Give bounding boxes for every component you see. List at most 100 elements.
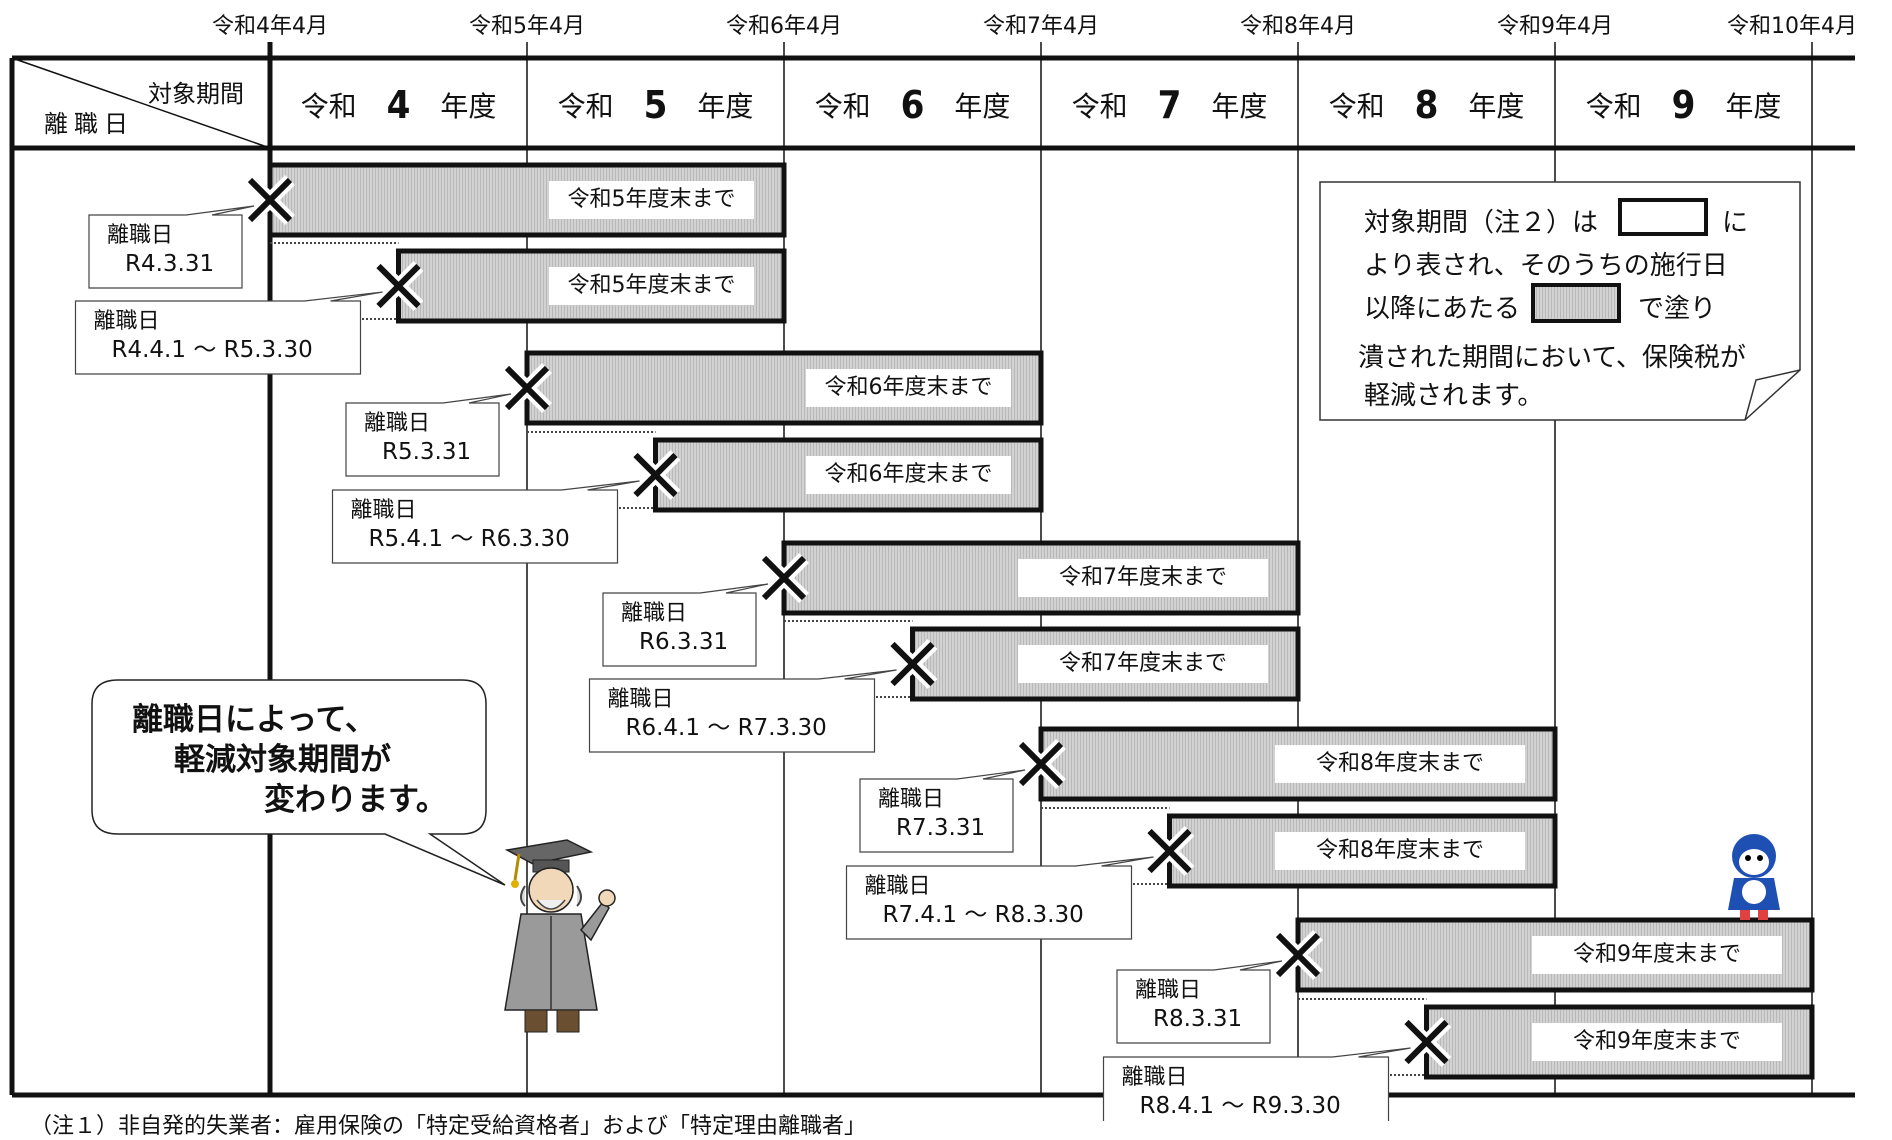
leave-date-callout-text: 離職日 R8.4.1 ～ R9.3.30 (1122, 1063, 1341, 1121)
legend-text-2: より表され、そのうちの施行日 (1364, 251, 1728, 281)
fiscal-year-num: 5 (643, 83, 668, 127)
fiscal-year-num: 6 (900, 83, 925, 127)
bar-label: 令和8年度末まで (1275, 832, 1525, 870)
month-label: 令和7年4月 (983, 14, 1099, 39)
fiscal-year-prefix: 令和 (1585, 90, 1642, 123)
header-corner-leave-date: 離職日 (44, 110, 134, 138)
month-label: 令和5年4月 (469, 14, 585, 39)
fiscal-year-suffix: 年度 (954, 90, 1011, 123)
leave-date-value: R6.3.31 (639, 629, 729, 655)
leave-date-label: 離職日 (364, 411, 431, 436)
fiscal-year-cell: 令和 9 年度 (1555, 72, 1812, 138)
leave-date-label: 離職日 (107, 223, 174, 248)
bar-label: 令和7年度末まで (1018, 645, 1268, 683)
fiscal-year-cell: 令和 7 年度 (1041, 72, 1298, 138)
fiscal-year-cell: 令和 8 年度 (1298, 72, 1555, 138)
bar-label: 令和9年度末まで (1532, 1023, 1782, 1061)
fiscal-year-num: 9 (1671, 83, 1696, 127)
fiscal-year-cell: 令和 5 年度 (527, 72, 784, 138)
leave-date-label: 離職日 (93, 309, 160, 334)
leave-date-callout-text: 離職日 R6.3.31 (621, 599, 728, 657)
legend-text-3b: で塗り (1638, 294, 1717, 324)
fiscal-year-suffix: 年度 (1725, 90, 1782, 123)
professor-character-icon (504, 839, 616, 1033)
cross-mark-icon (759, 553, 809, 603)
bar-label: 令和5年度末まで (549, 181, 754, 219)
leave-date-label: 離職日 (350, 498, 417, 523)
month-label: 令和4年4月 (212, 14, 328, 39)
leave-date-callout (88, 205, 255, 289)
leave-date-value: R4.3.31 (125, 251, 215, 277)
fiscal-year-num: 8 (1414, 83, 1439, 127)
month-label: 令和6年4月 (726, 14, 842, 39)
fiscal-year-suffix: 年度 (440, 90, 497, 123)
leave-date-value: R7.4.1 ～ R8.3.30 (882, 902, 1084, 928)
bar-label: 令和6年度末まで (806, 369, 1011, 407)
leave-date-value: R5.3.31 (382, 439, 472, 465)
leave-date-label: 離職日 (607, 687, 674, 712)
fiscal-year-prefix: 令和 (1328, 90, 1385, 123)
leave-date-callout-text: 離職日 R5.3.31 (364, 409, 471, 467)
bar-label: 令和9年度末まで (1532, 936, 1782, 974)
fiscal-year-num: 4 (386, 83, 411, 127)
month-label: 令和8年4月 (1240, 14, 1356, 39)
cross-mark-icon (373, 261, 424, 311)
bar-label: 令和7年度末まで (1018, 559, 1268, 597)
speech-line-2: 軽減対象期間が (174, 742, 391, 778)
cross-mark-icon (1401, 1017, 1452, 1067)
leave-date-label: 離職日 (621, 601, 688, 626)
leave-date-label: 離職日 (1121, 1065, 1188, 1090)
leave-date-callout (845, 856, 1154, 940)
fiscal-year-cell: 令和 4 年度 (270, 72, 527, 138)
month-label: 令和9年4月 (1497, 14, 1613, 39)
leave-date-value: R5.4.1 ～ R6.3.30 (368, 526, 570, 552)
legend-empty-swatch (1618, 198, 1708, 236)
cross-mark-icon (502, 363, 552, 413)
mascot-character-icon (1728, 834, 1780, 920)
bar-label: 令和8年度末まで (1275, 745, 1525, 783)
fiscal-year-prefix: 令和 (814, 90, 871, 123)
legend-filled-swatch (1531, 283, 1621, 323)
bar-label: 令和6年度末まで (806, 456, 1011, 494)
cross-mark-icon (245, 175, 295, 225)
header-corner-period: 対象期間 (148, 80, 244, 108)
leave-date-callout-text: 離職日 R7.4.1 ～ R8.3.30 (865, 872, 1084, 930)
fiscal-year-suffix: 年度 (1468, 90, 1525, 123)
leave-date-callout (602, 583, 769, 667)
cross-mark-icon (1144, 826, 1195, 876)
leave-date-callout (588, 669, 897, 753)
footnote: （注１）非自発的失業者：雇用保険の「特定受給資格者」および「特定理由離職者」 (30, 1114, 867, 1139)
cross-mark-icon (887, 639, 938, 689)
leave-date-value: R4.4.1 ～ R5.3.30 (111, 337, 313, 363)
fiscal-year-suffix: 年度 (1211, 90, 1268, 123)
leave-date-label: 離職日 (864, 874, 931, 899)
leave-date-callout-text: 離職日 R5.4.1 ～ R6.3.30 (351, 496, 570, 554)
fiscal-year-prefix: 令和 (300, 90, 357, 123)
leave-date-value: R8.4.1 ～ R9.3.30 (1139, 1093, 1341, 1119)
leave-date-label: 離職日 (878, 787, 945, 812)
fiscal-year-num: 7 (1157, 83, 1182, 127)
legend-text-3a: 以降にあたる (1364, 294, 1521, 324)
bar-label: 令和5年度末まで (549, 267, 754, 305)
speech-line-3: 変わります。 (264, 782, 447, 818)
cross-mark-icon (1273, 930, 1323, 980)
legend-text-1b: に (1722, 208, 1749, 238)
leave-date-callout (1102, 1047, 1411, 1121)
leave-date-callout-text: 離職日 R4.3.31 (107, 221, 214, 279)
leave-date-value: R8.3.31 (1153, 1006, 1243, 1032)
fiscal-year-cell: 令和 6 年度 (784, 72, 1041, 138)
fiscal-year-prefix: 令和 (1071, 90, 1128, 123)
leave-date-callout (345, 393, 512, 477)
leave-date-value: R7.3.31 (896, 815, 986, 841)
leave-date-value: R6.4.1 ～ R7.3.30 (625, 715, 827, 741)
fiscal-year-prefix: 令和 (557, 90, 614, 123)
speech-bubble-shape (91, 679, 506, 886)
legend-note-shape (1319, 181, 1801, 421)
speech-line-1: 離職日によって、 (132, 702, 376, 738)
leave-date-callout (859, 769, 1026, 853)
fiscal-year-suffix: 年度 (697, 90, 754, 123)
legend-text-4: 潰された期間において、保険税が (1358, 343, 1746, 373)
cross-mark-icon (1016, 739, 1066, 789)
